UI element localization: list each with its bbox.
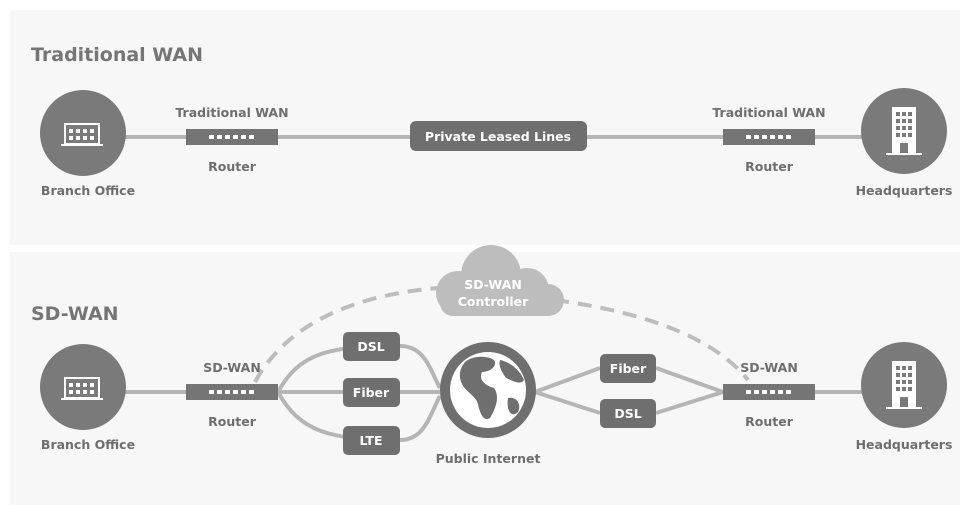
left-link-fiber-label: Fiber [353, 385, 390, 400]
right-link-fiber-line-a [534, 366, 601, 394]
sd-left-router-type: SD-WAN [203, 360, 261, 375]
controller-link-right [554, 298, 750, 382]
controller-label-line2: Controller [458, 294, 529, 309]
sd-headquarters-icon [861, 342, 947, 428]
traditional-branch-office-icon [40, 90, 126, 176]
left-link-lte-pill [343, 426, 400, 455]
sd-right-router-type: SD-WAN [740, 360, 798, 375]
traditional-headquarters-label: Headquarters [856, 183, 953, 198]
left-link-dsl-pill [343, 332, 400, 361]
right-link-dsl-pill [600, 399, 656, 428]
right-link-dsl-label: DSL [614, 406, 641, 421]
left-link-fiber-pill [343, 378, 400, 407]
traditional-right-router-icon [723, 129, 815, 145]
traditional-left-router-label: Router [208, 159, 257, 174]
right-link-dsl-line-a [534, 390, 601, 415]
sd-left-router-icon [186, 384, 278, 400]
sd-branch-office-icon [40, 344, 126, 430]
private-leased-lines-label: Private Leased Lines [425, 129, 571, 144]
controller-link-left [253, 286, 439, 383]
right-link-fiber-pill [600, 354, 656, 383]
sd-left-router-label: Router [208, 414, 257, 429]
sd-right-router-label: Router [745, 414, 794, 429]
traditional-right-router-type: Traditional WAN [712, 105, 825, 120]
left-link-dsl-label: DSL [357, 339, 384, 354]
sd-headquarters-label: Headquarters [856, 437, 953, 452]
sd-branch-label: Branch Office [41, 437, 135, 452]
sd-wan-title: SD-WAN [31, 303, 119, 325]
globe-icon [440, 342, 536, 438]
traditional-left-router-icon [186, 129, 278, 145]
public-internet-label: Public Internet [436, 451, 541, 466]
traditional-branch-label: Branch Office [41, 183, 135, 198]
private-leased-lines-pill [410, 121, 587, 151]
right-link-fiber-line-b [655, 366, 724, 394]
left-link-lte-label: LTE [360, 433, 383, 448]
traditional-headquarters-icon [861, 88, 947, 174]
right-link-fiber-label: Fiber [610, 361, 647, 376]
traditional-wan-title: Traditional WAN [31, 44, 203, 66]
sd-wan-controller-cloud-icon [436, 245, 564, 316]
controller-label-line1: SD-WAN [464, 277, 522, 292]
traditional-right-router-label: Router [745, 159, 794, 174]
right-link-dsl-line-b [655, 390, 724, 415]
traditional-left-router-type: Traditional WAN [175, 105, 288, 120]
sd-right-router-icon [723, 384, 815, 400]
